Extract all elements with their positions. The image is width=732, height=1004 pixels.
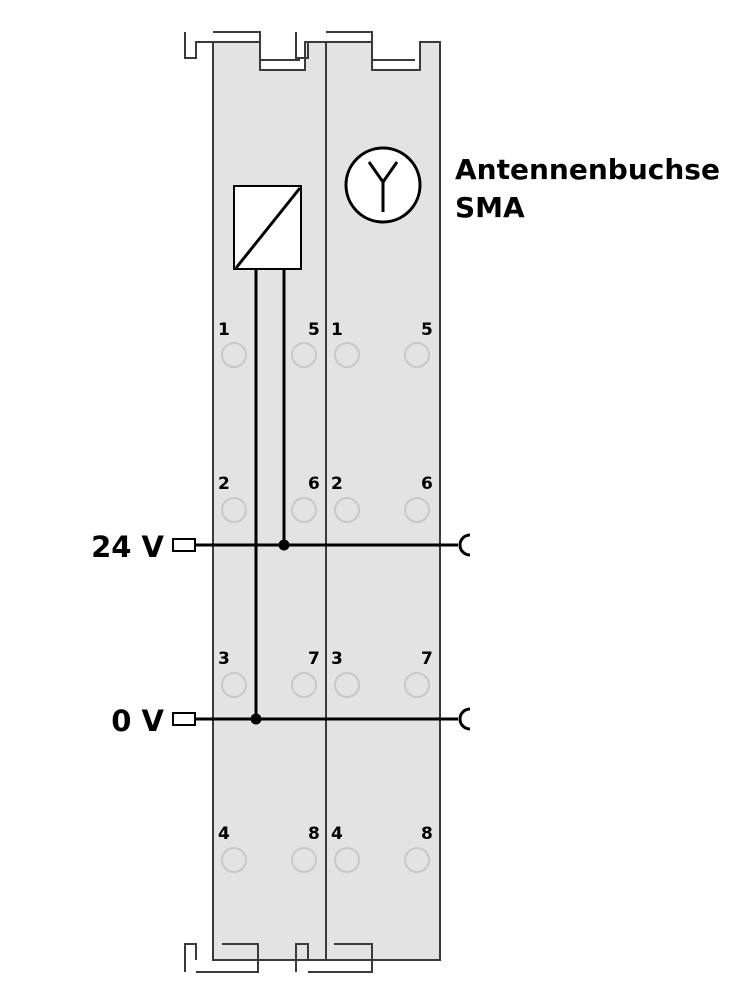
terminal-label-left-7: 7 xyxy=(308,649,320,669)
antenna-label-line2: SMA xyxy=(455,191,525,224)
bottom-clip-left xyxy=(184,943,259,973)
left-module xyxy=(212,41,327,961)
dc-converter-icon xyxy=(233,185,302,270)
terminal-label-right-5: 5 xyxy=(421,320,433,340)
terminal-label-right-8: 8 xyxy=(421,824,433,844)
terminal-label-right-2: 2 xyxy=(331,474,343,494)
terminal-label-right-1: 1 xyxy=(331,320,343,340)
junction-24v xyxy=(278,539,290,551)
contacts-left-module xyxy=(221,342,317,873)
terminal-label-right-3: 3 xyxy=(331,649,343,669)
antenna-icon xyxy=(344,146,422,224)
junction-0v xyxy=(250,713,262,725)
contacts-right-module xyxy=(334,342,430,873)
antenna-label-line1: Antennenbuchse xyxy=(455,153,720,186)
top-clip-right xyxy=(295,31,415,61)
terminal-label-right-4: 4 xyxy=(331,824,343,844)
terminal-label-left-4: 4 xyxy=(218,824,230,844)
terminal-label-right-6: 6 xyxy=(421,474,433,494)
terminal-label-left-5: 5 xyxy=(308,320,320,340)
connector-24v xyxy=(172,538,196,552)
top-clip-left xyxy=(184,31,300,61)
terminal-label-left-8: 8 xyxy=(308,824,320,844)
terminal-label-left-1: 1 xyxy=(218,320,230,340)
terminal-label-left-2: 2 xyxy=(218,474,230,494)
label-0v: 0 V xyxy=(111,704,164,738)
connector-0v xyxy=(172,712,196,726)
label-24v: 24 V xyxy=(91,530,164,564)
terminal-label-left-3: 3 xyxy=(218,649,230,669)
socket-24v xyxy=(458,533,471,557)
terminal-label-right-7: 7 xyxy=(421,649,433,669)
terminal-label-left-6: 6 xyxy=(308,474,320,494)
socket-0v xyxy=(458,707,471,731)
bottom-clip-right xyxy=(295,943,373,973)
